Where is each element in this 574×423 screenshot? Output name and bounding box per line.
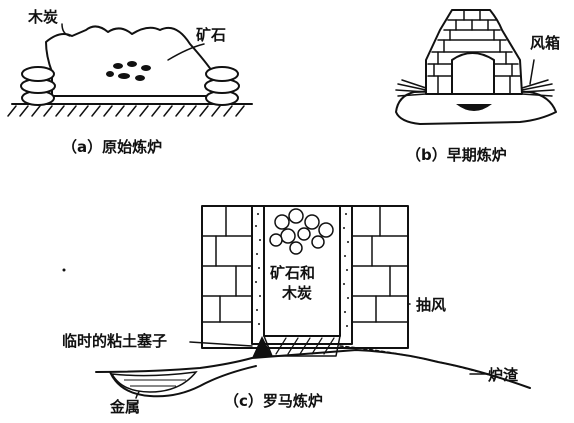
ore-chunks-c xyxy=(269,208,334,255)
hearth-bottom xyxy=(263,335,341,357)
ground-hatching-a xyxy=(7,105,245,117)
label-ore: 矿石 xyxy=(196,26,226,44)
ore-pieces xyxy=(106,61,151,81)
caption-roman-furnace: （c）罗马炼炉 xyxy=(224,392,323,410)
charcoal-leader xyxy=(61,23,71,37)
stone-stack-left xyxy=(20,66,56,106)
label-draft: 抽风 xyxy=(416,296,446,314)
clay-plug xyxy=(252,336,272,358)
clay-plug-leader xyxy=(189,341,253,347)
molten-pool-b xyxy=(456,104,492,111)
stone-stack-right xyxy=(204,66,240,106)
label-ore-and-charcoal-line1: 矿石和 xyxy=(270,264,315,282)
label-charcoal: 木炭 xyxy=(27,8,58,26)
bellows-right xyxy=(521,79,555,97)
charcoal-mound xyxy=(45,25,215,97)
ore-leader xyxy=(167,43,205,61)
label-ore-and-charcoal-line2: 木炭 xyxy=(281,284,312,302)
bellows-leader xyxy=(529,59,535,85)
label-slag: 炉渣 xyxy=(488,366,519,384)
slag-flow xyxy=(339,345,501,379)
metal-pool-lines xyxy=(124,379,186,387)
bellows-left xyxy=(395,79,427,97)
primitive-furnace xyxy=(7,23,253,117)
roman-furnace xyxy=(95,205,531,399)
hearth-hatching xyxy=(275,337,335,355)
lining-dots xyxy=(255,213,349,327)
metal-pool xyxy=(110,371,198,393)
label-bellows: 风箱 xyxy=(530,34,560,52)
label-metal: 金属 xyxy=(109,398,140,416)
caption-primitive-furnace: （a）原始炼炉 xyxy=(62,138,162,156)
label-clay-plug: 临时的粘土塞子 xyxy=(62,332,167,350)
caption-early-furnace: （b）早期炼炉 xyxy=(406,146,507,164)
inner-chamber xyxy=(451,52,495,95)
brick-lines-left xyxy=(201,205,253,323)
stray-dot xyxy=(62,268,66,272)
brick-lines-right xyxy=(351,205,409,323)
ground-lower-c xyxy=(109,365,257,398)
